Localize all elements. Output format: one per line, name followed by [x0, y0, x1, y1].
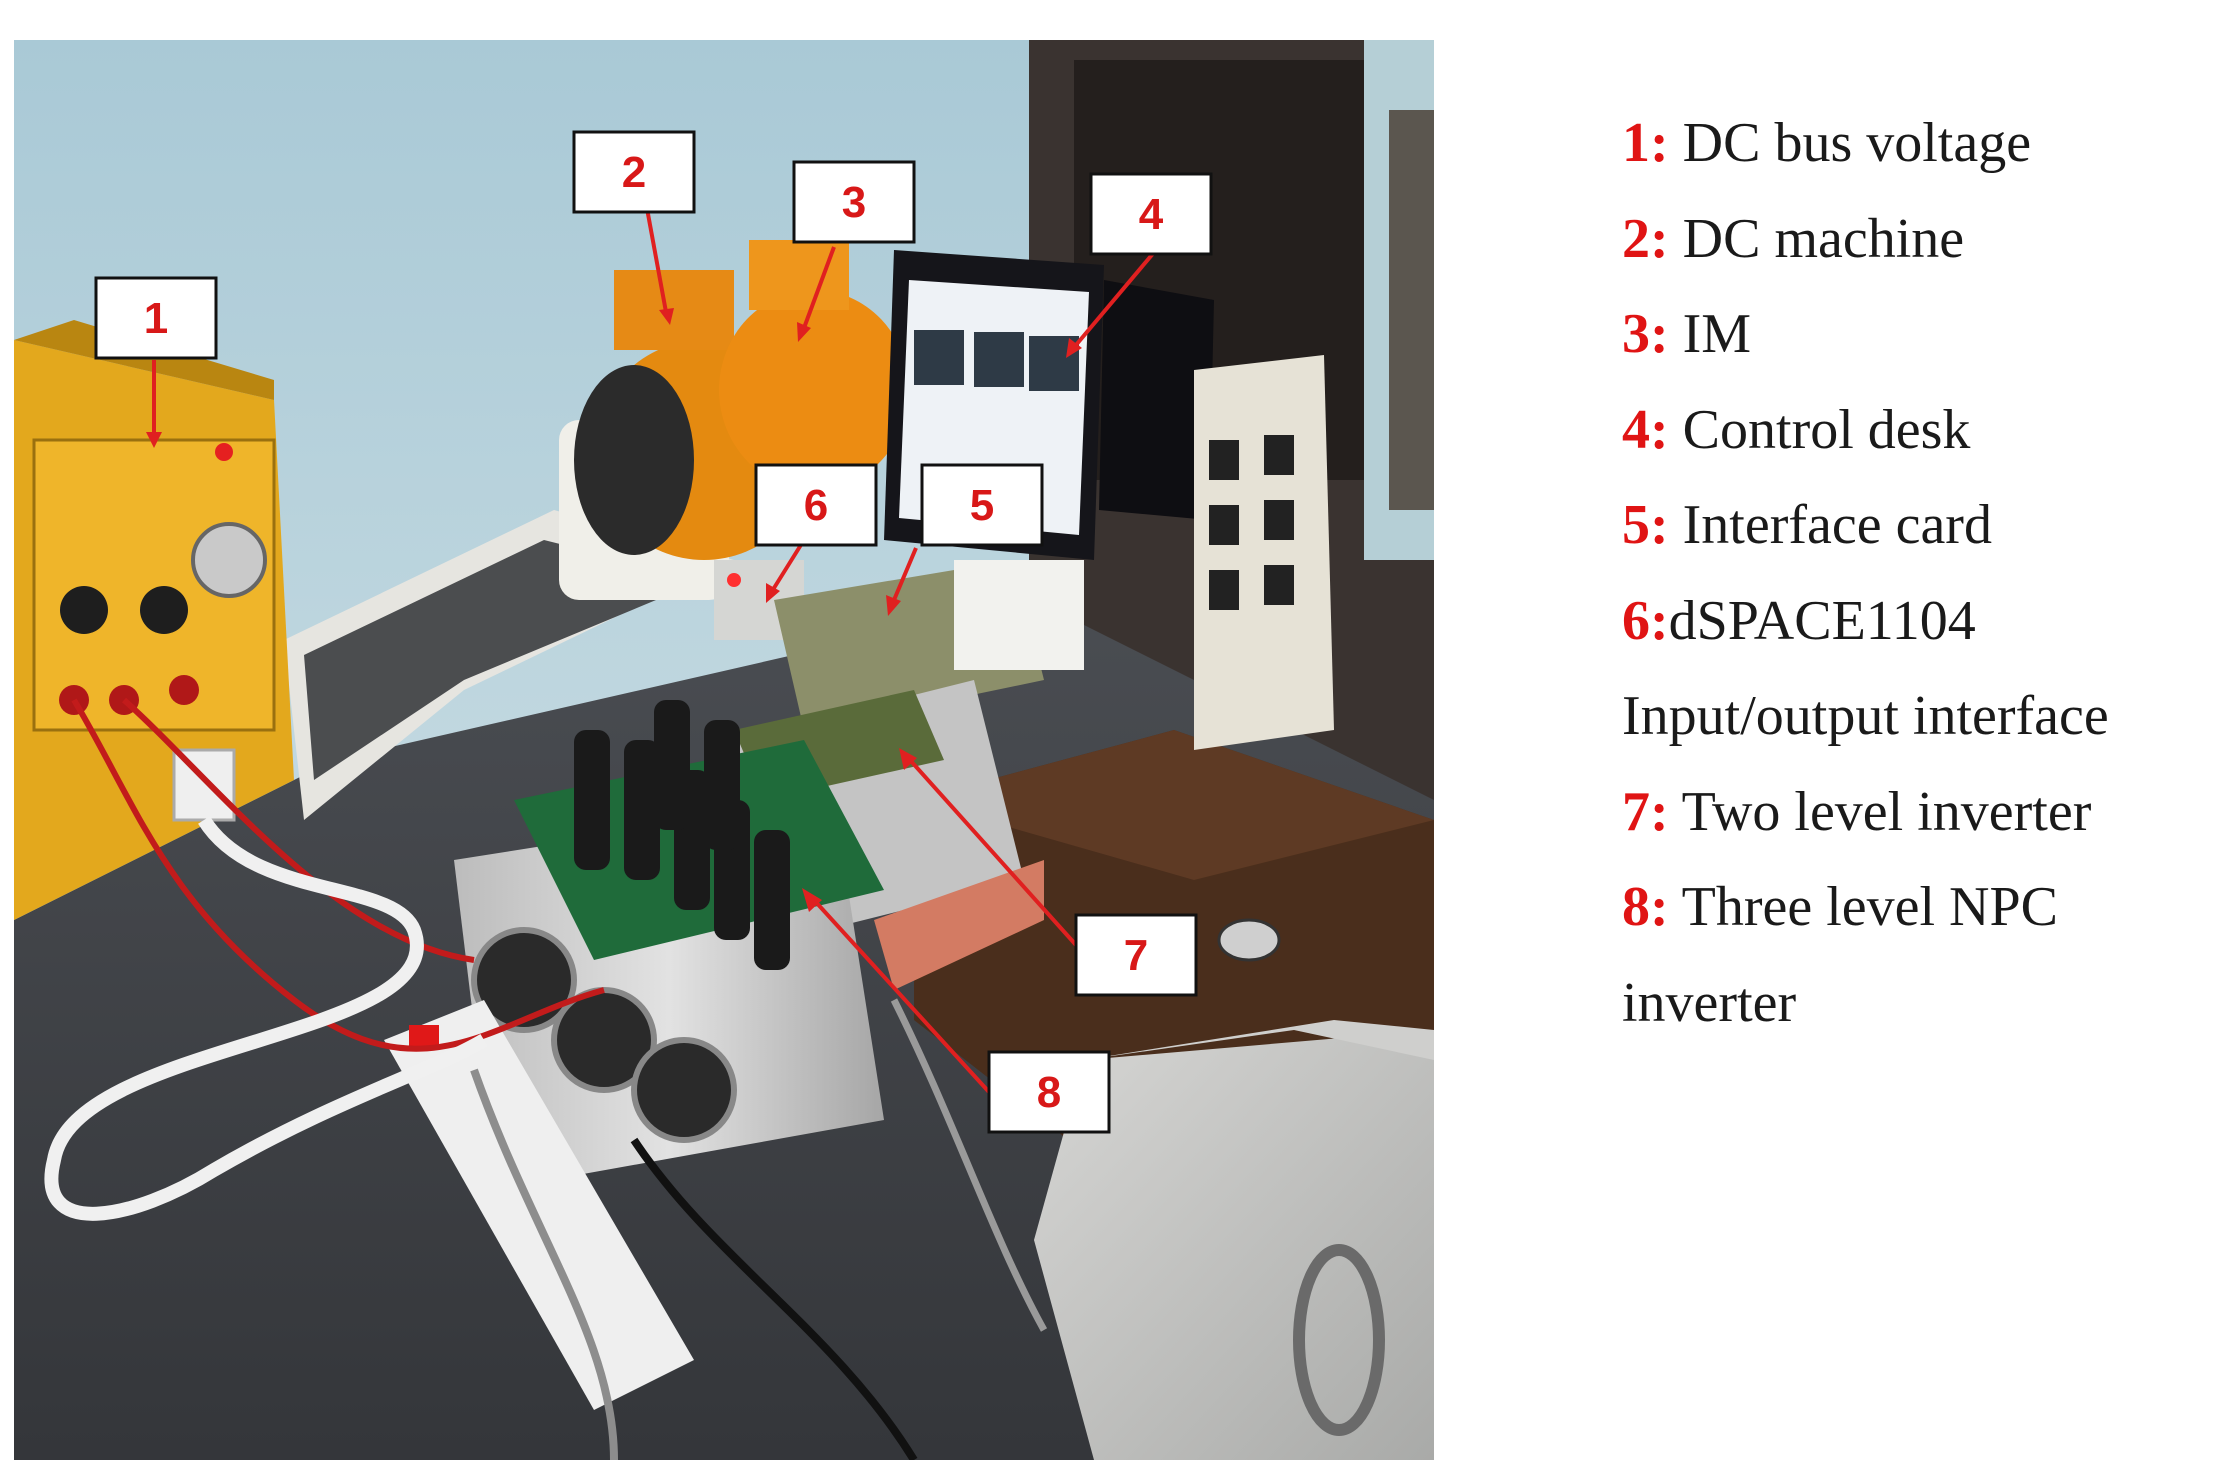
window-frame	[1389, 110, 1434, 510]
legend-num-5: 5:	[1622, 494, 1669, 556]
dspace-led	[727, 573, 741, 587]
callout-box-8: 8	[987, 1050, 1111, 1134]
legend-num-8: 8:	[1622, 876, 1669, 938]
legend-item-6: 6:dSPACE1104	[1622, 574, 2202, 670]
legend-text-3: IM	[1668, 303, 1752, 365]
instrument-top	[1084, 1020, 1434, 1060]
npc-capacitors	[574, 700, 790, 970]
supply-switch-b	[140, 586, 188, 634]
legend-item-8: 8: Three level NPC	[1622, 860, 2202, 956]
black-cable-1	[630, 1137, 918, 1460]
callout-box-5: 5	[920, 463, 1044, 547]
callout-box-3: 3	[792, 160, 916, 244]
mouse	[1217, 918, 1281, 962]
screen-window-1	[914, 330, 964, 385]
callout-box-7: 7	[1074, 913, 1198, 997]
switch-knob-2	[1264, 435, 1294, 475]
dc-machine-endcap	[574, 365, 694, 555]
legend-text-6: dSPACE1104	[1668, 589, 1976, 652]
legend-num-3: 3:	[1622, 303, 1669, 365]
legend-num-7: 7:	[1622, 780, 1669, 843]
instrument-handle	[1293, 1244, 1385, 1436]
fan-3	[631, 1037, 737, 1143]
legend-text-1: DC bus voltage	[1668, 112, 2032, 174]
callout-num-1: 1	[144, 294, 168, 343]
legend-text-4: Control desk	[1668, 398, 1971, 461]
callout-num-3: 3	[842, 178, 866, 227]
callout-box-6: 6	[754, 463, 878, 547]
legend-text-2: DC machine	[1668, 207, 1965, 270]
switch-knob-4	[1264, 500, 1294, 540]
switch-knob-3	[1209, 505, 1239, 545]
legend-item-6-cont: Input/output interface	[1622, 669, 2202, 765]
legend-num-4: 4:	[1622, 398, 1669, 461]
legend-text-7: Two level inverter	[1668, 780, 2092, 843]
wood-cabinet-top	[914, 730, 1434, 880]
inverter-base-board	[874, 860, 1044, 990]
switch-knob-1	[1209, 440, 1239, 480]
callout-box-1: 1	[94, 276, 218, 360]
legend-item-1: 1: DC bus voltage	[1622, 96, 2202, 192]
callout-arrows	[146, 202, 1158, 1094]
legend-text-6-cont: Input/output interface	[1622, 685, 2109, 747]
callout-num-6: 6	[804, 481, 828, 530]
legend-item-7: 7: Two level inverter	[1622, 765, 2202, 861]
grey-cable-2	[890, 998, 1048, 1332]
legend-text-5: Interface card	[1668, 494, 1992, 556]
legend-item-5: 5: Interface card	[1622, 478, 2202, 574]
grey-cable-1	[470, 1068, 618, 1460]
legend-text-8: Three level NPC	[1668, 876, 2058, 938]
im-body	[719, 290, 909, 490]
callout-box-2: 2	[572, 130, 696, 214]
white-cable	[44, 816, 488, 1221]
supply-lamp	[215, 443, 233, 461]
switch-knob-6	[1264, 565, 1294, 605]
legend: 1: DC bus voltage 2: DC machine 3: IM 4:…	[1622, 96, 2202, 1051]
supply-terminal-c	[169, 675, 199, 705]
supply-knob	[191, 522, 267, 598]
fan-1	[471, 927, 577, 1033]
callout-num-4: 4	[1139, 190, 1164, 239]
callout-num-8: 8	[1037, 1068, 1061, 1117]
power-strip	[384, 1000, 694, 1410]
callout-num-2: 2	[622, 148, 646, 197]
legend-num-6: 6:	[1622, 589, 1669, 652]
legend-item-3: 3: IM	[1622, 287, 2202, 383]
legend-item-4: 4: Control desk	[1622, 383, 2202, 479]
dc-supply-side	[14, 320, 274, 400]
switch-box	[1194, 355, 1334, 750]
small-psu	[954, 560, 1084, 670]
monitor-second	[1099, 280, 1214, 520]
legend-num-1: 1:	[1622, 112, 1669, 174]
lab-setup-photo: 1 2 3 4 5 6 7 8	[14, 40, 1434, 1460]
callout-box-4: 4	[1089, 172, 1213, 256]
legend-item-2: 2: DC machine	[1622, 192, 2202, 288]
callout-num-7: 7	[1124, 931, 1148, 980]
screen-window-2	[974, 332, 1024, 387]
supply-switch-a	[60, 586, 108, 634]
legend-item-8-cont: inverter	[1622, 956, 2202, 1052]
legend-num-2: 2:	[1622, 207, 1669, 270]
callout-num-5: 5	[970, 481, 994, 530]
red-wire-1	[71, 698, 605, 1052]
switch-knob-5	[1209, 570, 1239, 610]
lab-instrument	[1034, 1030, 1434, 1460]
legend-text-8-cont: inverter	[1622, 971, 1797, 1034]
dc-machine-terminal	[614, 270, 734, 350]
